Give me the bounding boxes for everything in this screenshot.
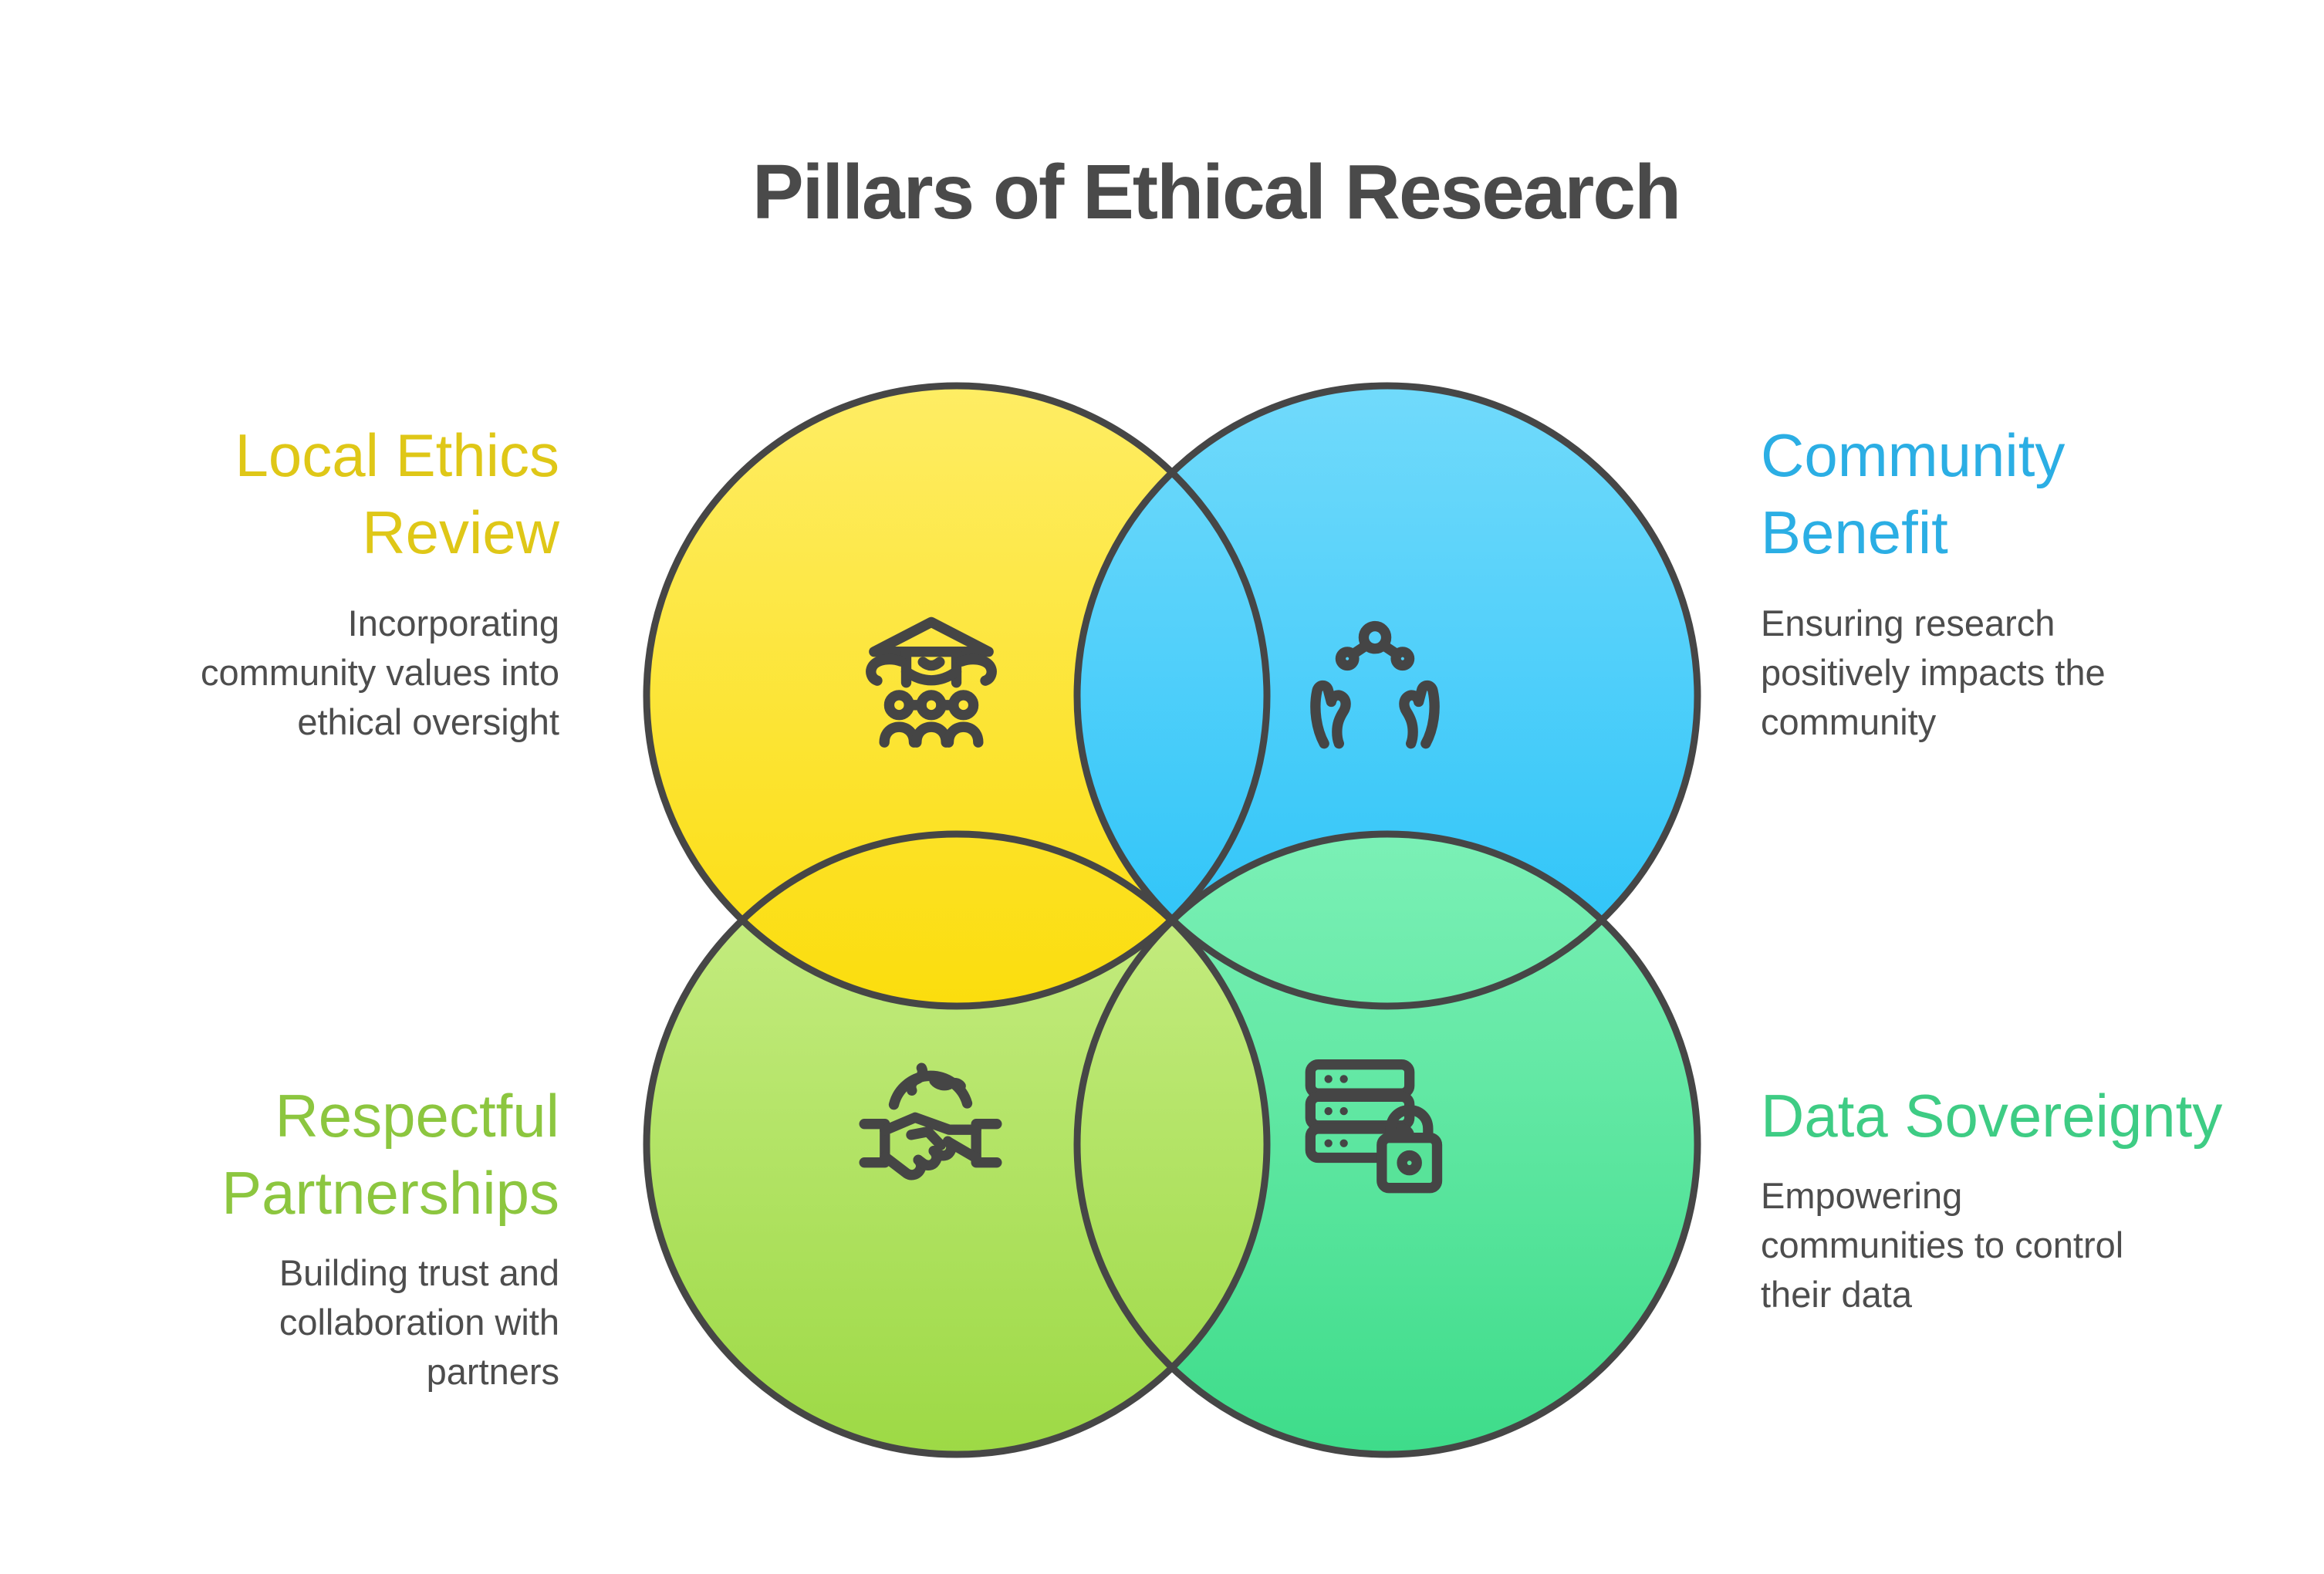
pillar-community-benefit: Community Benefit Ensuring research posi… — [1761, 417, 2247, 747]
circle-outlines — [643, 382, 1701, 1458]
pillar-respectful-partnerships: Respectful Partnerships Building trust a… — [62, 1077, 559, 1397]
pillar-local-ethics-review: Local Ethics Review Incorporating commun… — [62, 417, 559, 747]
pillar-description: Empowering communities to control their … — [1761, 1175, 2124, 1315]
server-led-dots — [1324, 1075, 1348, 1147]
handshake-globe-icon — [859, 1062, 1002, 1180]
padlock-body — [1376, 1132, 1443, 1194]
circle-community-benefit — [1077, 386, 1697, 1006]
pillar-description: Building trust and collaboration with pa… — [279, 1252, 559, 1392]
hands-molecule-icon — [1310, 620, 1440, 749]
pillar-title: Respectful Partnerships — [221, 1082, 559, 1227]
pillar-description: Ensuring research positively impacts the… — [1761, 603, 2106, 742]
page-title: Pillars of Ethical Research — [752, 149, 1681, 235]
pillar-description: Incorporating community values into ethi… — [201, 603, 559, 742]
server-lock-icon — [1305, 1059, 1443, 1194]
pillar-title: Data Sovereignty — [1761, 1082, 2223, 1150]
pillar-data-sovereignty: Data Sovereignty Empowering communities … — [1761, 1077, 2316, 1319]
pillar-title: Community Benefit — [1761, 421, 2066, 566]
pillar-title: Local Ethics Review — [235, 421, 559, 566]
community-shelter-icon — [866, 616, 997, 748]
